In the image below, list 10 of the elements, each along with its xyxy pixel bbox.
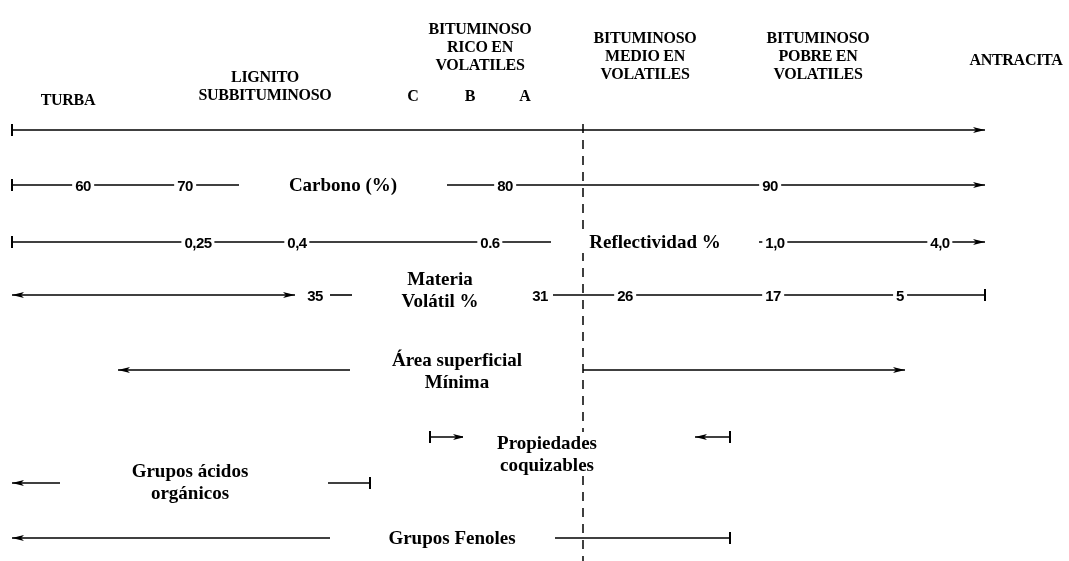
rank-heading: LIGNITO SUBBITUMINOSO	[197, 68, 333, 104]
subclass-letter: C	[406, 87, 420, 105]
rank-heading: ANTRACITA	[968, 51, 1064, 69]
subclass-letter: A	[518, 87, 532, 105]
rank-heading: BITUMINOSO RICO EN VOLATILES	[427, 20, 533, 74]
property-label: Carbono (%)	[239, 174, 447, 196]
rank-heading: TURBA	[39, 91, 97, 109]
subclass-letter: B	[463, 87, 477, 105]
rank-heading: BITUMINOSO MEDIO EN VOLATILES	[592, 29, 698, 83]
rank-heading: BITUMINOSO POBRE EN VOLATILES	[765, 29, 871, 83]
